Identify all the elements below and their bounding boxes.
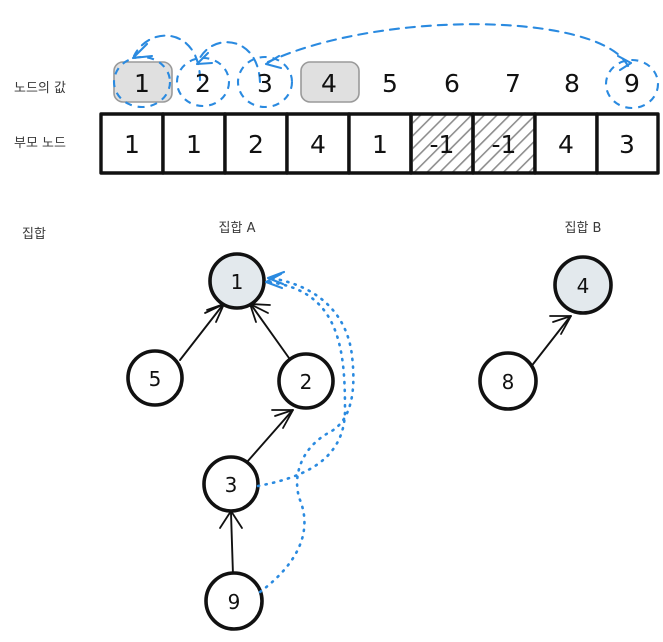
edge-3-to-2 bbox=[246, 411, 292, 463]
array-value-1: 1 bbox=[124, 130, 140, 159]
array-cell-6 bbox=[409, 112, 475, 175]
label-node-value: 노드의 값 bbox=[14, 81, 66, 96]
index-circle-3 bbox=[236, 55, 294, 109]
tree-node-5[interactable] bbox=[126, 349, 184, 407]
index-value-3: 3 bbox=[257, 69, 273, 98]
tree-node-1[interactable] bbox=[208, 252, 266, 310]
array-value-5: 1 bbox=[372, 130, 388, 159]
index-value-5: 5 bbox=[382, 69, 398, 98]
index-value-8: 8 bbox=[564, 69, 580, 98]
edge-8-to-4 bbox=[529, 317, 570, 369]
set-a-tree: 1 5 2 3 9 bbox=[126, 252, 335, 631]
tree-node-8-label: 8 bbox=[502, 370, 515, 394]
array-cell-8 bbox=[533, 112, 599, 175]
array-value-6: -1 bbox=[430, 130, 455, 159]
index-arc-9-entry-head bbox=[616, 54, 633, 72]
edge-8-to-4-head bbox=[552, 315, 572, 335]
tree-node-1-label: 1 bbox=[231, 270, 244, 294]
label-parent-node: 부모 노드 bbox=[14, 136, 66, 151]
array-value-2: 1 bbox=[186, 130, 202, 159]
array-cell-5 bbox=[347, 112, 413, 175]
index-value-7: 7 bbox=[505, 69, 521, 98]
array-cell-4 bbox=[285, 112, 351, 175]
path-compression-group bbox=[256, 270, 355, 594]
index-chip-4 bbox=[300, 61, 360, 103]
array-value-3: 2 bbox=[248, 130, 264, 159]
edge-2-to-1-head bbox=[249, 303, 269, 323]
label-set-a: 집합 A bbox=[219, 221, 256, 236]
array-cell-3 bbox=[223, 112, 289, 175]
tree-node-2-label: 2 bbox=[300, 370, 313, 394]
index-circle-2 bbox=[175, 56, 231, 108]
tree-node-8[interactable] bbox=[478, 351, 538, 411]
tree-node-9[interactable] bbox=[204, 571, 264, 631]
tree-node-3[interactable] bbox=[202, 455, 260, 513]
index-arc-group bbox=[131, 23, 633, 84]
edge-3-to-2-head bbox=[274, 409, 294, 429]
edge-9-to-3 bbox=[230, 512, 234, 576]
array-value-9: 3 bbox=[619, 130, 635, 159]
index-arc-9-to-3-head bbox=[264, 54, 283, 70]
index-circle-1 bbox=[112, 55, 172, 109]
edge-5-to-1-head2 bbox=[204, 303, 225, 314]
compress-path-9-to-1 bbox=[258, 276, 355, 594]
array-value-7: -1 bbox=[492, 130, 517, 159]
index-value-1: 1 bbox=[134, 69, 150, 98]
label-group: 집합 bbox=[22, 227, 46, 242]
array-value-8: 4 bbox=[558, 130, 574, 159]
array-cell-9 bbox=[595, 112, 660, 175]
index-value-9: 9 bbox=[624, 69, 640, 98]
edge-2-to-1 bbox=[251, 305, 290, 359]
index-circle-9 bbox=[604, 58, 660, 110]
tree-node-4[interactable] bbox=[553, 255, 613, 315]
compress-path-9-to-1-head bbox=[266, 270, 286, 286]
tree-node-3-label: 3 bbox=[225, 473, 238, 497]
tree-node-2[interactable] bbox=[277, 352, 335, 410]
index-value-4: 4 bbox=[321, 69, 337, 98]
parent-array: 1 1 2 4 1 -1 -1 4 3 bbox=[99, 112, 660, 175]
set-b-tree: 4 8 bbox=[478, 255, 613, 411]
index-arc-9-to-3 bbox=[266, 23, 630, 68]
index-arc-3-to-2-head bbox=[195, 51, 214, 66]
tree-node-9-label: 9 bbox=[228, 590, 241, 614]
index-value-2: 2 bbox=[195, 69, 211, 98]
array-value-4: 4 bbox=[310, 130, 326, 159]
edge-9-to-3-head bbox=[219, 510, 243, 529]
index-value-6: 6 bbox=[444, 69, 460, 98]
index-arc-3-to-2 bbox=[196, 41, 262, 84]
edge-5-to-1 bbox=[179, 305, 223, 361]
index-row: 1 2 3 4 5 6 7 8 9 bbox=[112, 55, 660, 110]
tree-node-4-label: 4 bbox=[577, 274, 590, 298]
label-set-b: 집합 B bbox=[565, 221, 602, 236]
tree-node-5-label: 5 bbox=[149, 367, 162, 391]
